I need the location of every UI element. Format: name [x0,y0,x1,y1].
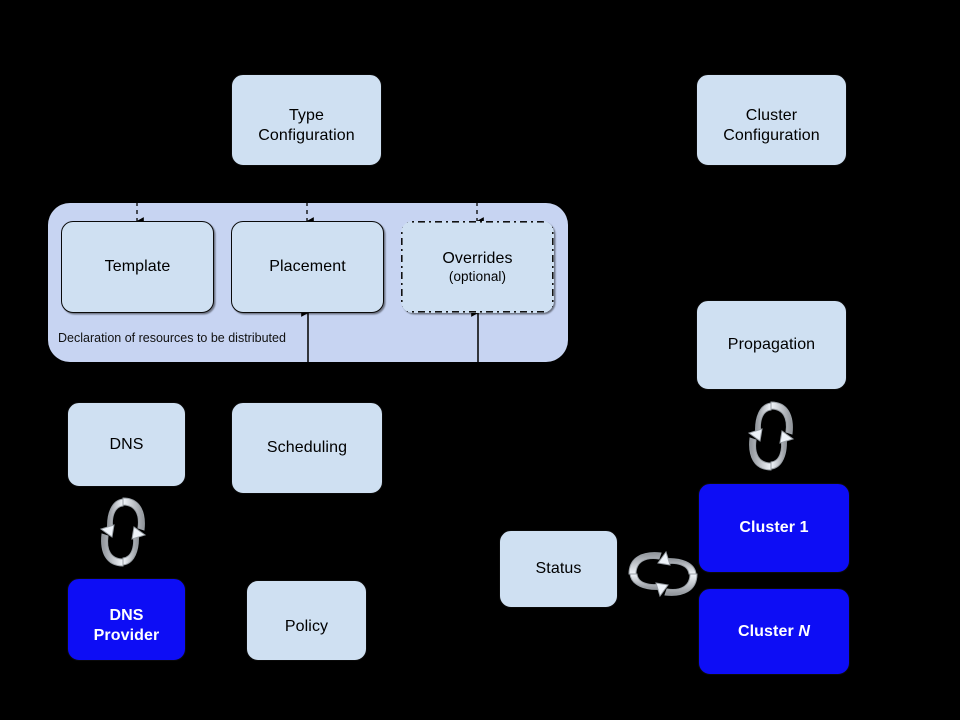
propagation-label: Propagation [727,336,816,353]
node-policy[interactable]: Policy [246,580,367,661]
node-status[interactable]: Status [499,530,618,608]
node-dns-provider[interactable]: DNS Provider [67,578,186,661]
sync-arrows-icon-status [628,550,698,598]
policy-label: Policy [284,617,329,635]
type-configuration-line2: Configuration [258,127,355,144]
cluster-n-label: Cluster N [738,622,810,642]
node-cluster-n[interactable]: Cluster N [698,588,850,675]
node-dns[interactable]: DNS [67,402,186,487]
node-propagation[interactable]: Propagation [696,300,847,390]
overrides-label: Overrides [442,249,513,267]
container-caption: Declaration of resources to be distribut… [58,331,286,345]
status-label: Status [535,560,582,577]
cluster-1-label: Cluster 1 [739,519,809,536]
overrides-optional-label: (optional) [448,268,507,284]
cluster-n-prefix: Cluster [737,622,799,640]
cluster-configuration-line2: Configuration [723,127,820,144]
sync-arrows-icon-propagation [747,401,795,471]
node-placement[interactable]: Placement [231,221,384,313]
cluster-configuration-line1: Cluster [745,107,798,124]
placement-label: Placement [269,258,346,275]
node-cluster-1[interactable]: Cluster 1 [698,483,850,573]
scheduling-label: Scheduling [266,439,348,456]
type-configuration-line1: Type [288,107,325,124]
node-type-configuration[interactable]: Type Configuration [231,74,382,166]
sync-arrows-icon-dns [99,497,147,567]
cluster-n-suffix: N [798,622,811,640]
dns-label: DNS [109,435,144,453]
dns-provider-line1: DNS [109,606,144,624]
node-overrides[interactable]: Overrides (optional) [401,221,554,313]
template-label: Template [104,258,171,275]
dns-provider-line2: Provider [93,626,160,644]
node-template[interactable]: Template [61,221,214,313]
node-scheduling[interactable]: Scheduling [231,402,383,494]
node-cluster-configuration[interactable]: Cluster Configuration [696,74,847,166]
